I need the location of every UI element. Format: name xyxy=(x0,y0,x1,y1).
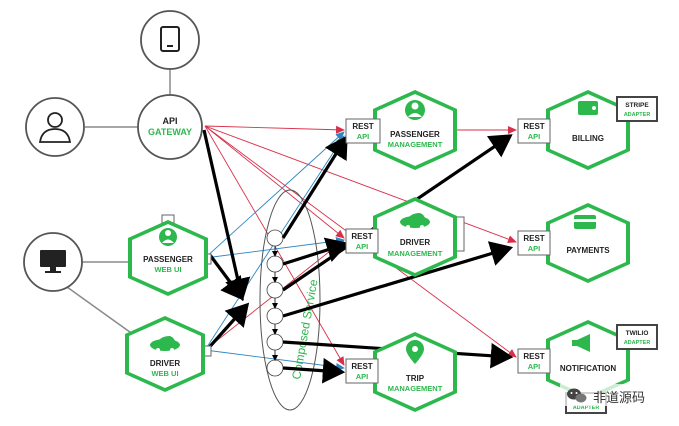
driver-web-ui-title: DRIVER xyxy=(150,359,180,368)
payments-title: PAYMENTS xyxy=(566,246,610,255)
stripe-adapter-box xyxy=(616,96,658,122)
rest-api-sublabel: API xyxy=(356,242,369,251)
card-icon xyxy=(574,215,596,229)
notification-title: NOTIFICATION xyxy=(560,364,617,373)
twilio-adapter-label: TWILIO xyxy=(626,330,649,337)
rest-api-label: REST xyxy=(351,362,372,371)
passenger-management-sub: MANAGEMENT xyxy=(388,140,443,149)
composed-service-label: Composed Service xyxy=(289,278,320,381)
driver-management-sub: MANAGEMENT xyxy=(388,249,443,258)
composed-step-4 xyxy=(266,307,284,325)
driver-web-ui-sub: WEB UI xyxy=(151,369,178,378)
trip-management-sub: MANAGEMENT xyxy=(388,384,443,393)
user-client xyxy=(25,97,85,157)
stripe-adapter-label: STRIPE xyxy=(625,102,649,109)
billing-title: BILLING xyxy=(572,134,604,143)
twilio-adapter-box xyxy=(616,324,658,350)
payments-service: PAYMENTS REST API xyxy=(517,203,630,283)
rest-api-label: REST xyxy=(351,232,372,241)
watermark-text: 非道源码 xyxy=(593,391,645,406)
rest-api-label: REST xyxy=(352,122,373,131)
passenger-web-ui-sub: WEB UI xyxy=(154,265,181,274)
rest-api-sublabel: API xyxy=(528,244,541,253)
car-icon xyxy=(400,213,430,229)
driver-management-service: DRIVER MANAGEMENT REST API xyxy=(345,197,465,277)
passenger-management-title: PASSENGER xyxy=(390,130,440,139)
tablet-client xyxy=(140,10,200,70)
location-pin-icon xyxy=(406,340,424,364)
rest-api-sublabel: API xyxy=(357,132,370,141)
gateway-label-api: API xyxy=(162,116,177,126)
tablet-icon xyxy=(160,26,180,52)
rest-api-box xyxy=(517,348,551,374)
trip-management-title: TRIP xyxy=(406,374,425,383)
bottom-adapter-label: ADAPTER xyxy=(573,405,600,411)
trip-management-service: TRIP MANAGEMENT REST API xyxy=(345,332,457,412)
rest-api-label: REST xyxy=(523,122,544,131)
rest-api-box xyxy=(517,230,551,256)
passenger-management-service: PASSENGER MANAGEMENT REST API xyxy=(345,90,457,170)
passenger-web-ui-title: PASSENGER xyxy=(143,255,193,264)
wallet-icon xyxy=(578,101,598,115)
driver-web-ui: DRIVER WEB UI xyxy=(125,316,212,392)
user-icon xyxy=(38,112,72,143)
gateway-label-gateway: GATEWAY xyxy=(148,127,192,137)
composed-service: Composed Service xyxy=(259,189,321,411)
rest-api-label: REST xyxy=(523,234,544,243)
wechat-icon xyxy=(567,388,587,403)
watermark: 非道源码 xyxy=(560,384,672,406)
rest-api-sublabel: API xyxy=(356,372,369,381)
rest-api-box xyxy=(345,358,379,384)
composed-step-1 xyxy=(266,229,284,247)
gateway-circle: API GATEWAY xyxy=(137,94,203,160)
composed-step-3 xyxy=(266,281,284,299)
rest-api-box xyxy=(517,118,551,144)
rest-api-sublabel: API xyxy=(528,362,541,371)
person-icon xyxy=(405,100,425,120)
desktop-icon xyxy=(40,250,66,273)
rest-api-box xyxy=(345,228,379,254)
twilio-adapter-sublabel: ADAPTER xyxy=(624,340,651,346)
composed-step-2 xyxy=(266,255,284,273)
megaphone-icon xyxy=(572,334,590,352)
stripe-adapter-sublabel: ADAPTER xyxy=(624,112,651,118)
rest-api-box xyxy=(345,118,381,144)
billing-service: BILLING REST API STRIPE ADAPTER xyxy=(517,90,658,170)
composed-step-5 xyxy=(266,333,284,351)
passenger-web-ui: PASSENGER WEB UI xyxy=(128,214,212,296)
rest-api-label: REST xyxy=(523,352,544,361)
composed-step-6 xyxy=(266,359,284,377)
desktop-client xyxy=(23,232,83,292)
rest-api-sublabel: API xyxy=(528,132,541,141)
car-icon xyxy=(150,336,180,352)
person-icon xyxy=(159,228,177,246)
driver-management-title: DRIVER xyxy=(400,238,430,247)
